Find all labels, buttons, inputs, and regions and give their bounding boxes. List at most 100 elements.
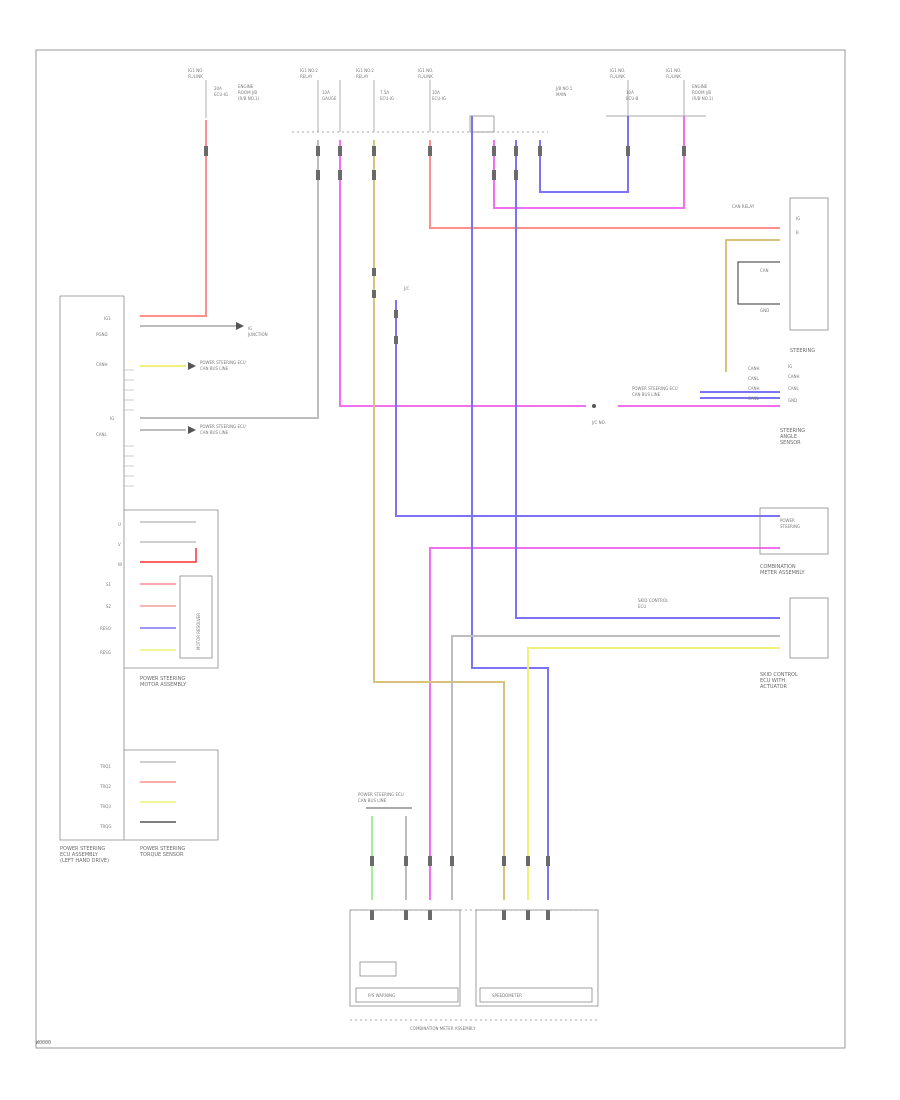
svg-text:POWER STEERING: POWER STEERING (140, 676, 185, 682)
svg-text:ENGINE: ENGINE (238, 84, 254, 89)
svg-text:CAN: CAN (760, 268, 769, 273)
wire-pink-meter (429, 547, 780, 900)
svg-text:IG: IG (110, 416, 114, 421)
skid-control-ecu: SKID CONTROL ECU SKID CONTROL ECU WITH A… (638, 597, 829, 690)
svg-text:10A: 10A (322, 90, 330, 95)
wire-blue-meter (395, 300, 780, 517)
svg-text:10A: 10A (432, 90, 440, 95)
svg-text:S2: S2 (106, 604, 112, 609)
svg-text:IG1 NO.2: IG1 NO.2 (300, 68, 318, 73)
svg-text:METER ASSEMBLY: METER ASSEMBLY (760, 570, 806, 576)
svg-text:CANH: CANH (748, 366, 760, 371)
svg-text:CANH: CANH (788, 374, 800, 379)
bottom-sub-1: P/S WARNING (368, 993, 395, 998)
svg-text:TRQG: TRQG (99, 824, 111, 829)
svg-text:ROOM J/B: ROOM J/B (238, 90, 257, 95)
svg-text:COMBINATION: COMBINATION (760, 564, 796, 570)
svg-text:POWER STEERING ECU: POWER STEERING ECU (200, 424, 246, 429)
svg-text:IG1: IG1 (104, 316, 111, 321)
svg-text:STEERING: STEERING (780, 524, 800, 529)
svg-text:FL/LINK: FL/LINK (666, 74, 681, 79)
connector-marks (204, 146, 686, 920)
splice-label: J/C (403, 286, 410, 291)
svg-text:TRQ1: TRQ1 (99, 764, 111, 769)
wire-tan-sensor (725, 239, 780, 372)
torque-subbox: POWER STEERING TORQUE SENSOR (124, 749, 219, 858)
svg-text:ECU-IG: ECU-IG (432, 96, 446, 101)
svg-text:GND: GND (788, 398, 797, 403)
wire-red-ecu-feed (140, 120, 207, 317)
svg-text:POWER STEERING ECU: POWER STEERING ECU (632, 386, 678, 391)
svg-text:J/C NO.: J/C NO. (591, 420, 606, 425)
svg-text:SKID CONTROL: SKID CONTROL (638, 598, 669, 603)
wire-blue-ecub (539, 116, 629, 193)
svg-text:RESG: RESG (100, 650, 111, 655)
svg-text:ECU-IG: ECU-IG (380, 96, 394, 101)
svg-text:CANH: CANH (96, 362, 108, 367)
svg-text:J/B NO.1: J/B NO.1 (555, 86, 573, 91)
svg-text:MAIN: MAIN (556, 92, 566, 97)
svg-text:FL/LINK: FL/LINK (610, 74, 625, 79)
svg-text:ECU-IG: ECU-IG (214, 92, 228, 97)
bottom-meter: POWER STEERING ECU CAN BUS LINE P/S WARN… (349, 792, 600, 1031)
svg-text:CANL: CANL (748, 396, 760, 401)
bottom-module-label: COMBINATION METER ASSEMBLY (410, 1026, 476, 1031)
svg-text:STEERING: STEERING (780, 428, 805, 434)
svg-text:RELAY: RELAY (356, 74, 369, 79)
svg-text:POWER STEERING ECU: POWER STEERING ECU (358, 792, 404, 797)
svg-text:10A: 10A (626, 90, 634, 95)
svg-text:7.5A: 7.5A (380, 90, 389, 95)
svg-text:IG1 NO.2: IG1 NO.2 (356, 68, 374, 73)
svg-text:B: B (796, 230, 799, 235)
wire-red-sensor-feed (429, 140, 780, 229)
svg-text:STEERING: STEERING (790, 348, 815, 354)
svg-text:CANL: CANL (788, 386, 800, 391)
svg-text:SENSOR: SENSOR (780, 440, 801, 446)
wire-yellow-skid (527, 647, 780, 900)
fuse-bus (205, 80, 706, 133)
svg-text:FL/LINK: FL/LINK (188, 74, 203, 79)
svg-text:IG1 NO.: IG1 NO. (418, 68, 433, 73)
svg-text:CAN BUS LINE: CAN BUS LINE (200, 366, 229, 371)
svg-text:IG1 NO.: IG1 NO. (188, 68, 203, 73)
svg-text:POWER STEERING: POWER STEERING (60, 846, 105, 852)
svg-text:TRQ3: TRQ3 (99, 804, 111, 809)
svg-text:ROOM J/B: ROOM J/B (692, 90, 711, 95)
svg-text:POWER STEERING ECU: POWER STEERING ECU (200, 360, 246, 365)
wire-gray (140, 140, 319, 419)
svg-text:V: V (118, 542, 121, 547)
svg-text:ENGINE: ENGINE (692, 84, 708, 89)
svg-text:ECU: ECU (638, 604, 646, 609)
svg-text:(R/B NO.1): (R/B NO.1) (692, 96, 713, 101)
svg-text:JUNCTION: JUNCTION (247, 332, 268, 337)
wire-blue-bus-meter (471, 116, 549, 900)
svg-text:ECU WITH: ECU WITH (760, 678, 785, 684)
steering-sensor: CAN RELAY IG B CAN GND STEERING (732, 197, 829, 354)
svg-text:GND: GND (760, 308, 769, 313)
svg-text:CANL: CANL (96, 432, 108, 437)
svg-text:POWER STEERING: POWER STEERING (140, 846, 185, 852)
svg-text:SKID CONTROL: SKID CONTROL (760, 672, 798, 678)
svg-text:POWER: POWER (780, 518, 795, 523)
svg-text:RELAY: RELAY (300, 74, 313, 79)
svg-text:IG1 NO.: IG1 NO. (666, 68, 681, 73)
svg-text:IG: IG (788, 364, 792, 369)
svg-text:IG: IG (796, 216, 800, 221)
svg-text:RESO: RESO (100, 626, 111, 631)
svg-text:U: U (118, 522, 121, 527)
svg-text:ACTUATOR: ACTUATOR (760, 684, 788, 690)
svg-text:IG1 NO.: IG1 NO. (610, 68, 625, 73)
wire-gray-meter (451, 635, 780, 900)
wire-tan-main (373, 140, 505, 900)
svg-text:GAUGE: GAUGE (322, 96, 337, 101)
svg-text:CAN RELAY: CAN RELAY (732, 204, 755, 209)
wire-black-loop (737, 261, 780, 305)
svg-text:TRQ2: TRQ2 (99, 784, 111, 789)
bottom-sub-2: SPEEDOMETER (492, 993, 522, 998)
svg-text:IG: IG (248, 326, 252, 331)
